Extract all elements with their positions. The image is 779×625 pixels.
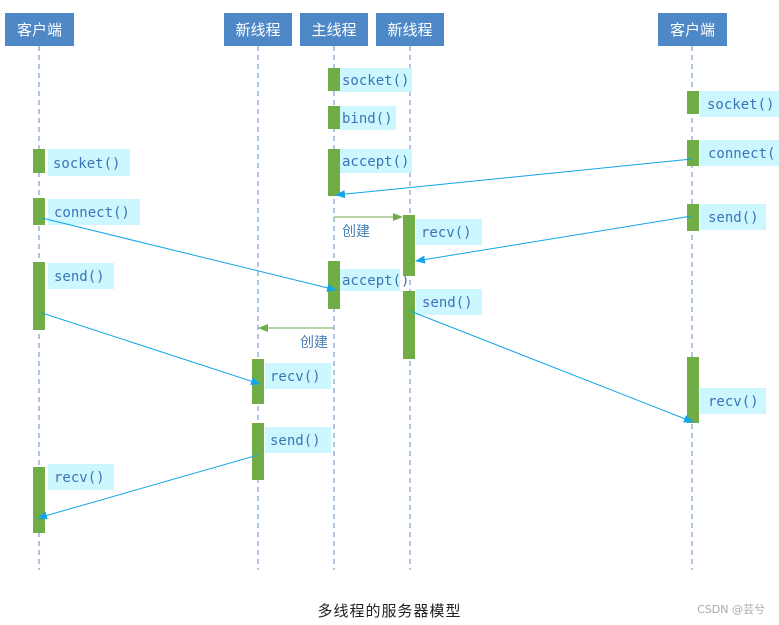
call-t1-recv: recv() <box>270 369 321 385</box>
msg-left-connect-to-accept <box>41 217 337 292</box>
activation-right-connect <box>687 140 699 166</box>
msg-t2-send-to-right-recv <box>409 310 694 423</box>
participant-label: 主线程 <box>311 21 356 39</box>
activation-main-accept-1 <box>328 149 340 196</box>
participant-client-right: 客户端 <box>658 13 727 46</box>
participant-new-thread-1: 新线程 <box>224 13 292 46</box>
activation-main-socket <box>328 68 340 91</box>
participant-main-thread: 主线程 <box>300 13 368 46</box>
activation-t2-send <box>403 291 415 359</box>
call-main-bind: bind() <box>342 111 393 127</box>
message-arrows <box>37 158 694 520</box>
activation-right-socket <box>687 91 699 114</box>
participant-label: 客户端 <box>17 21 62 39</box>
call-left-recv: recv() <box>54 470 105 486</box>
activation-main-accept-2 <box>328 261 340 309</box>
activation-right-send <box>687 204 699 231</box>
call-right-recv: recv() <box>708 394 759 410</box>
call-t1-send: send() <box>270 433 321 449</box>
activation-left-send <box>33 262 45 330</box>
activation-right-recv <box>687 357 699 423</box>
activation-main-bind <box>328 106 340 129</box>
call-left-send: send() <box>54 269 105 285</box>
create-arrows: 创建 创建 <box>258 213 403 351</box>
call-left-socket: socket() <box>53 156 120 172</box>
msg-right-send-to-t2-recv <box>415 215 693 264</box>
msg-right-connect-to-accept <box>335 158 693 199</box>
participant-label: 新线程 <box>387 21 432 39</box>
create-label-thread2: 创建 <box>342 224 370 240</box>
call-right-send: send() <box>708 210 759 226</box>
diagram-caption: 多线程的服务器模型 <box>317 602 462 620</box>
activation-left-socket <box>33 149 45 173</box>
call-main-accept-1: accept() <box>342 154 409 170</box>
participant-label: 客户端 <box>670 21 715 39</box>
participant-label: 新线程 <box>235 21 280 39</box>
call-t2-recv: recv() <box>421 225 472 241</box>
activations <box>33 68 699 533</box>
call-labels: socket() bind() accept() accept() socket… <box>48 68 779 490</box>
msg-left-send-to-t1-recv <box>41 312 261 386</box>
participant-new-thread-2: 新线程 <box>376 13 444 46</box>
call-left-connect: connect() <box>54 205 130 221</box>
call-right-connect: connect( <box>708 146 775 162</box>
activation-t2-recv <box>403 215 415 276</box>
activation-t1-send <box>252 423 264 480</box>
create-label-thread1: 创建 <box>300 335 328 351</box>
participant-client-left: 客户端 <box>5 13 74 46</box>
activation-left-recv <box>33 467 45 533</box>
call-main-socket: socket() <box>342 73 409 89</box>
activation-left-connect <box>33 198 45 225</box>
call-t2-send: send() <box>422 295 473 311</box>
msg-t1-send-to-left-recv <box>37 454 259 520</box>
watermark: CSDN @芸兮 <box>697 603 765 616</box>
call-main-accept-2: accept() <box>342 273 409 289</box>
call-right-socket: socket() <box>707 97 774 113</box>
